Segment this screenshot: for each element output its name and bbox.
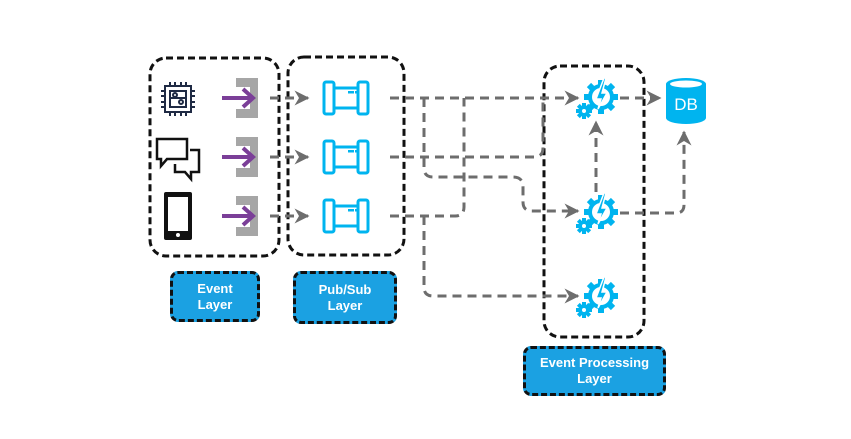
connector-topic2-processor1	[390, 98, 545, 159]
connector-topic3-processor1	[390, 98, 466, 218]
chat-bubbles-icon	[155, 137, 201, 183]
processing-layer-group	[542, 64, 646, 339]
queue-pipe-icon	[322, 198, 370, 234]
database-icon	[666, 78, 706, 124]
pubsub-layer-group	[286, 55, 406, 257]
connectors	[270, 90, 692, 304]
ingest-arrow-icon	[220, 194, 260, 238]
connector-topic1-processor2	[422, 98, 580, 219]
chip-icon	[161, 82, 195, 116]
gear-lightning-icon	[574, 191, 620, 236]
pubsub-layer-label-text: Pub/Sub Layer	[318, 281, 372, 313]
pubsub-layer-label: Pub/Sub Layer	[293, 271, 397, 324]
queue-pipe-icon	[322, 80, 370, 116]
ingest-arrow-icon	[220, 76, 260, 120]
ingest-arrow-icon	[220, 135, 260, 179]
database-label: DB	[674, 95, 698, 114]
connector-topic3-processor3	[422, 216, 580, 304]
smartphone-icon	[164, 192, 192, 240]
processing-layer-label-text: Event Processing Layer	[539, 355, 650, 386]
event-layer-label: Event Layer	[170, 271, 260, 322]
gear-lightning-icon	[574, 275, 620, 320]
connector-processor2-db	[620, 130, 692, 215]
event-layer-label-text: Event Layer	[197, 280, 233, 312]
gear-lightning-icon	[574, 76, 620, 121]
processing-layer-label: Event Processing Layer	[523, 346, 666, 396]
queue-pipe-icon	[322, 139, 370, 175]
